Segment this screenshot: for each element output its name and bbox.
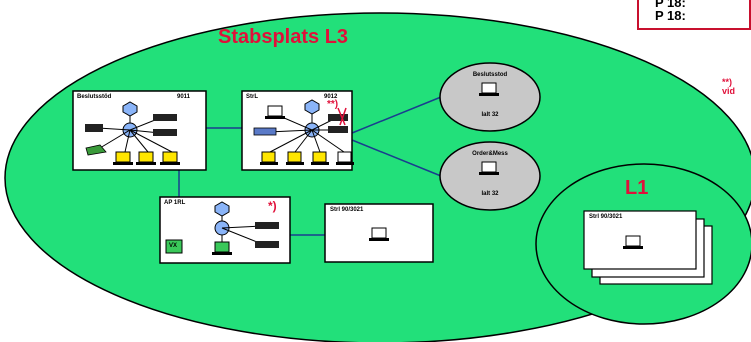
strl-num: 9012 [324, 94, 338, 100]
laptop-icon [623, 235, 643, 249]
pc-icon [162, 151, 178, 163]
gray-top-sub: Ialt 32 [481, 112, 499, 118]
gray-bottom-sub: Ialt 32 [481, 191, 499, 197]
router-icon [214, 201, 230, 217]
pc-icon [261, 151, 276, 163]
pc-icon [214, 241, 230, 253]
gray-top-title: Beslutsstod [472, 72, 508, 78]
side-note: **) vid [722, 77, 736, 96]
router-icon [122, 101, 138, 117]
gray-bottom-title: Order&Mess [472, 151, 508, 157]
printer-icon [85, 124, 103, 132]
server-icon [153, 114, 177, 121]
scanner-icon [85, 144, 107, 156]
pc-icon [138, 151, 154, 163]
laptop-icon [479, 82, 499, 96]
legend-line-1: P 18: [655, 0, 686, 10]
pc-icon [115, 151, 131, 163]
ap-tag: VX [169, 243, 178, 249]
server-icon [153, 129, 177, 136]
vx-badge [165, 239, 183, 254]
red-mark [339, 107, 347, 126]
server-icon [328, 126, 348, 133]
beslutsstod-label: Beslutsstöd [77, 94, 112, 100]
pc-icon [312, 151, 327, 163]
ap-label: AP 1RL [164, 200, 186, 206]
l1-title: L1 [625, 177, 649, 199]
link-strl-beslutsstod [351, 96, 442, 134]
gray-ellipse-order [439, 141, 541, 211]
l3-title: Stabsplats L3 [218, 26, 349, 48]
printer-icon [255, 241, 279, 248]
laptop-icon [371, 227, 387, 239]
strl-star-note: **) [327, 99, 339, 110]
legend-box: P 18: P 18: [637, 0, 751, 30]
server-icon [255, 222, 279, 229]
strl-label: StrL [246, 94, 258, 100]
gray-ellipse-beslutsstod [439, 62, 541, 132]
server-icon [253, 127, 277, 136]
server-icon [328, 114, 348, 121]
legend-line-2: P 18: [655, 8, 686, 23]
red-mark [337, 107, 346, 126]
strl90-label: Strl 90/3021 [330, 207, 364, 213]
pc-icon [287, 151, 302, 163]
laptop-icon [267, 105, 283, 117]
laptop-icon [479, 161, 499, 175]
laptop-icon [337, 151, 352, 163]
link-strl-order [351, 139, 442, 177]
beslutsstod-num: 9011 [177, 94, 191, 100]
l1-stack-label: Strl 90/3021 [589, 214, 623, 220]
router-icon [304, 99, 320, 115]
ap-star-note: *) [268, 199, 277, 213]
